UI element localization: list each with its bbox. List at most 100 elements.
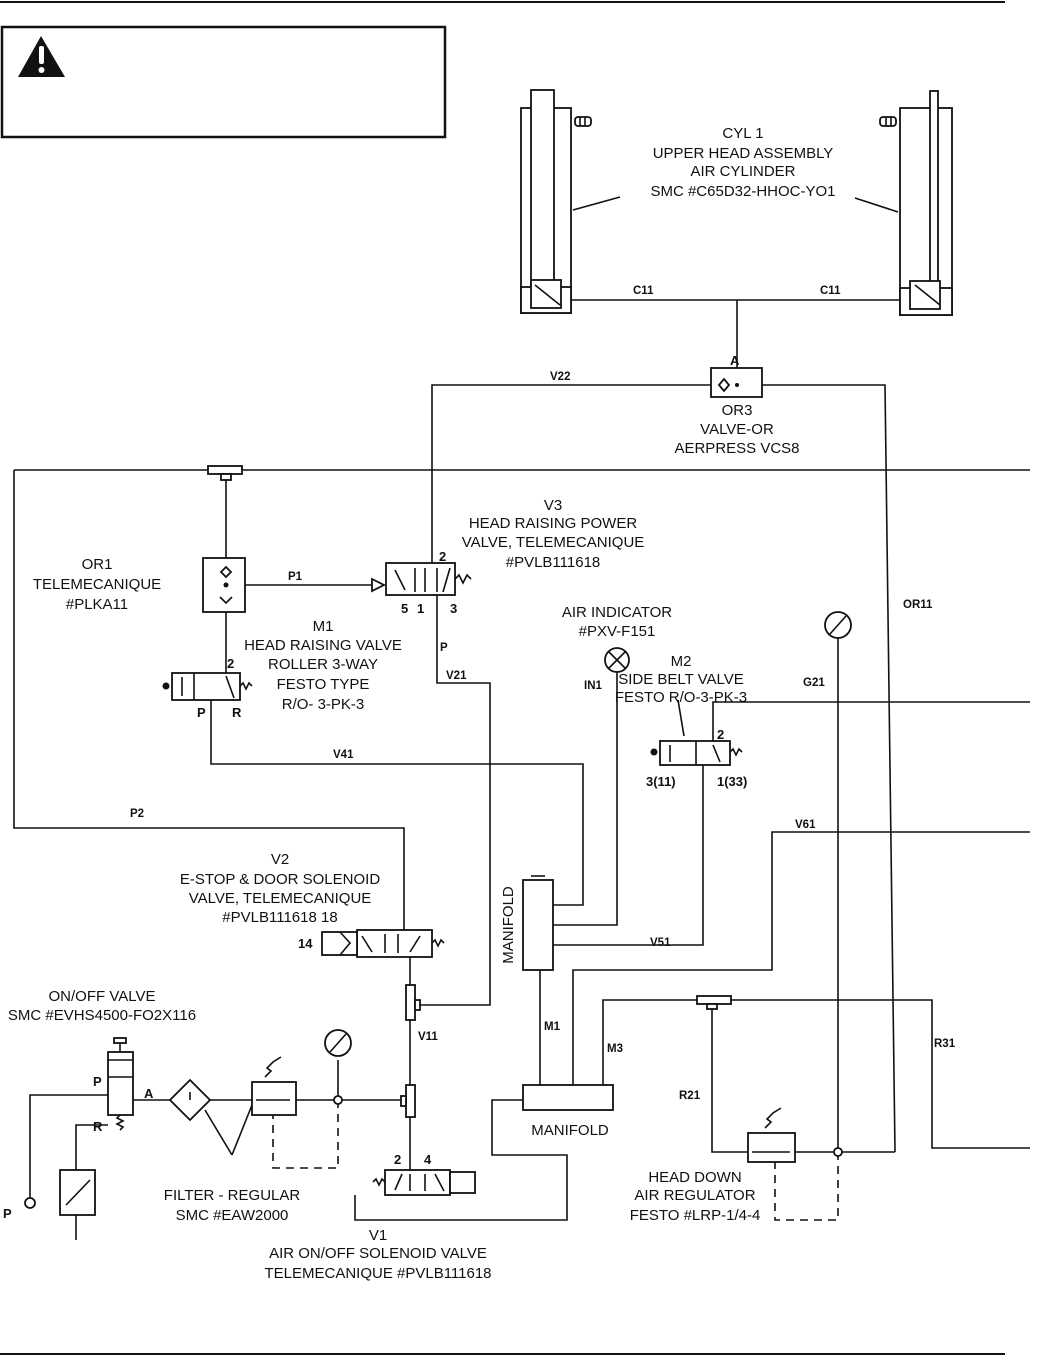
leader-arrow (572, 196, 621, 211)
onoff-valve (107, 1037, 134, 1131)
t-fitting-main (400, 1084, 416, 1118)
onoff-label: ON/OFF VALVE SMC #EVHS4500-FO2X116 P R A… (3, 988, 196, 1221)
m2-label: M2 SIDE BELT VALVE FESTO R/O-3-PK-3 2 3(… (615, 653, 747, 789)
svg-text:2: 2 (227, 656, 234, 671)
svg-text:#PVLB111618: #PVLB111618 (506, 554, 601, 571)
svg-text:V51: V51 (650, 937, 671, 949)
svg-text:4: 4 (424, 1152, 432, 1167)
v3-label: V3 HEAD RAISING POWER VALVE, TELEMECANIQ… (401, 497, 644, 616)
svg-text:AIR INDICATOR: AIR INDICATOR (562, 604, 672, 621)
svg-text:AERPRESS VCS8: AERPRESS VCS8 (674, 440, 799, 457)
svg-text:FESTO R/O-3-PK-3: FESTO R/O-3-PK-3 (615, 689, 747, 706)
warning-triangle-icon (18, 36, 65, 77)
svg-text:V1: V1 (369, 1227, 387, 1244)
svg-text:A: A (144, 1086, 154, 1101)
svg-text:V61: V61 (795, 819, 816, 831)
svg-text:ON/OFF VALVE: ON/OFF VALVE (49, 988, 156, 1005)
svg-text:M1: M1 (544, 1021, 561, 1033)
svg-text:#PXV-F151: #PXV-F151 (579, 623, 656, 640)
svg-text:3(11): 3(11) (646, 774, 676, 789)
svg-text:5: 5 (401, 601, 408, 616)
svg-text:2: 2 (439, 549, 446, 564)
svg-text:2: 2 (717, 727, 724, 742)
svg-text:HEAD DOWN: HEAD DOWN (648, 1169, 741, 1186)
svg-text:IN1: IN1 (584, 680, 603, 692)
svg-text:SMC #C65D32-HHOC-YO1: SMC #C65D32-HHOC-YO1 (650, 183, 835, 200)
t-fitting-top (207, 465, 243, 481)
filter-label: FILTER - REGULAR SMC #EAW2000 (164, 1187, 301, 1224)
cylinder-right (879, 90, 953, 316)
svg-text:V21: V21 (446, 670, 467, 682)
pressure-gauge-icon (824, 611, 852, 639)
or3-label: A OR3 VALVE-OR AERPRESS VCS8 (674, 353, 799, 457)
v1-label: 2 4 V1 AIR ON/OFF SOLENOID VALVE TELEMEC… (264, 1152, 491, 1282)
pressure-gauge-icon (324, 1029, 352, 1105)
svg-text:M1: M1 (313, 618, 334, 635)
svg-text:FILTER - REGULAR: FILTER - REGULAR (164, 1187, 301, 1204)
svg-text:P: P (440, 642, 448, 654)
svg-text:SIDE BELT VALVE: SIDE BELT VALVE (618, 671, 744, 688)
svg-text:V3: V3 (544, 497, 562, 514)
svg-text:P: P (197, 705, 206, 720)
svg-text:OR3: OR3 (722, 402, 753, 419)
svg-text:VALVE, TELEMECANIQUE: VALVE, TELEMECANIQUE (462, 534, 645, 551)
svg-text:R/O- 3-PK-3: R/O- 3-PK-3 (282, 696, 365, 713)
air-lines (13, 299, 1030, 1240)
inlet-port-icon (24, 1197, 36, 1209)
svg-text:VALVE, TELEMECANIQUE: VALVE, TELEMECANIQUE (189, 890, 372, 907)
sensor-icon (574, 116, 592, 127)
m1-valve (162, 672, 253, 701)
svg-text:TELEMECANIQUE: TELEMECANIQUE (33, 576, 161, 593)
air-indicator-label: AIR INDICATOR #PXV-F151 (562, 604, 672, 640)
or1-valve (202, 557, 246, 613)
svg-text:SMC #EVHS4500-FO2X116: SMC #EVHS4500-FO2X116 (8, 1007, 196, 1024)
svg-text:#PVLB111618 18: #PVLB111618 18 (222, 909, 337, 926)
head-down-regulator (747, 1107, 843, 1163)
svg-text:V2: V2 (271, 851, 289, 868)
svg-text:P: P (3, 1206, 12, 1221)
cylinder-left (520, 89, 592, 314)
or1-label: OR1 TELEMECANIQUE #PLKA11 (33, 556, 161, 613)
leader-arrow (854, 197, 899, 213)
manifold-vertical (522, 875, 554, 971)
svg-text:E-STOP & DOOR SOLENOID: E-STOP & DOOR SOLENOID (180, 871, 380, 888)
svg-text:AIR CYLINDER: AIR CYLINDER (690, 163, 795, 180)
svg-text:P1: P1 (288, 571, 303, 583)
svg-text:G21: G21 (803, 677, 825, 689)
v2-valve (321, 929, 445, 958)
svg-text:1: 1 (417, 601, 424, 616)
t-fitting-v11 (405, 984, 421, 1021)
svg-text:P: P (93, 1074, 102, 1089)
manifold-horizontal-label: MANIFOLD (531, 1122, 609, 1139)
svg-text:V22: V22 (550, 371, 570, 383)
svg-text:C11: C11 (820, 285, 841, 297)
warning-box (0, 25, 447, 139)
manifold-horizontal (522, 1084, 614, 1111)
m1-label: M1 HEAD RAISING VALVE ROLLER 3-WAY FESTO… (197, 618, 402, 720)
svg-text:M3: M3 (607, 1043, 623, 1055)
svg-text:OR11: OR11 (903, 599, 933, 611)
m2-valve (650, 699, 743, 766)
svg-text:AIR REGULATOR: AIR REGULATOR (634, 1187, 755, 1204)
v2-label: V2 E-STOP & DOOR SOLENOID VALVE, TELEMEC… (180, 851, 380, 951)
svg-text:HEAD RAISING VALVE: HEAD RAISING VALVE (244, 637, 402, 654)
sensor-icon (879, 116, 897, 127)
svg-text:OR1: OR1 (82, 556, 113, 573)
svg-text:1(33): 1(33) (717, 774, 747, 789)
head-down-label: HEAD DOWN AIR REGULATOR FESTO #LRP-1/4-4 (630, 1169, 761, 1224)
svg-text:UPPER HEAD ASSEMBLY: UPPER HEAD ASSEMBLY (653, 145, 834, 162)
svg-text:AIR ON/OFF SOLENOID VALVE: AIR ON/OFF SOLENOID VALVE (269, 1245, 487, 1262)
svg-text:14: 14 (298, 936, 313, 951)
svg-text:2: 2 (394, 1152, 401, 1167)
svg-text:M2: M2 (671, 653, 692, 670)
svg-text:A: A (730, 353, 740, 368)
svg-text:R21: R21 (679, 1090, 701, 1102)
or3-valve (710, 367, 763, 398)
manifold-vertical-label: MANIFOLD (500, 886, 517, 964)
throttle-valve (59, 1169, 96, 1216)
svg-text:C11: C11 (633, 285, 654, 297)
svg-text:ROLLER 3-WAY: ROLLER 3-WAY (268, 656, 378, 673)
svg-text:P2: P2 (130, 808, 144, 820)
svg-text:VALVE-OR: VALVE-OR (700, 421, 774, 438)
